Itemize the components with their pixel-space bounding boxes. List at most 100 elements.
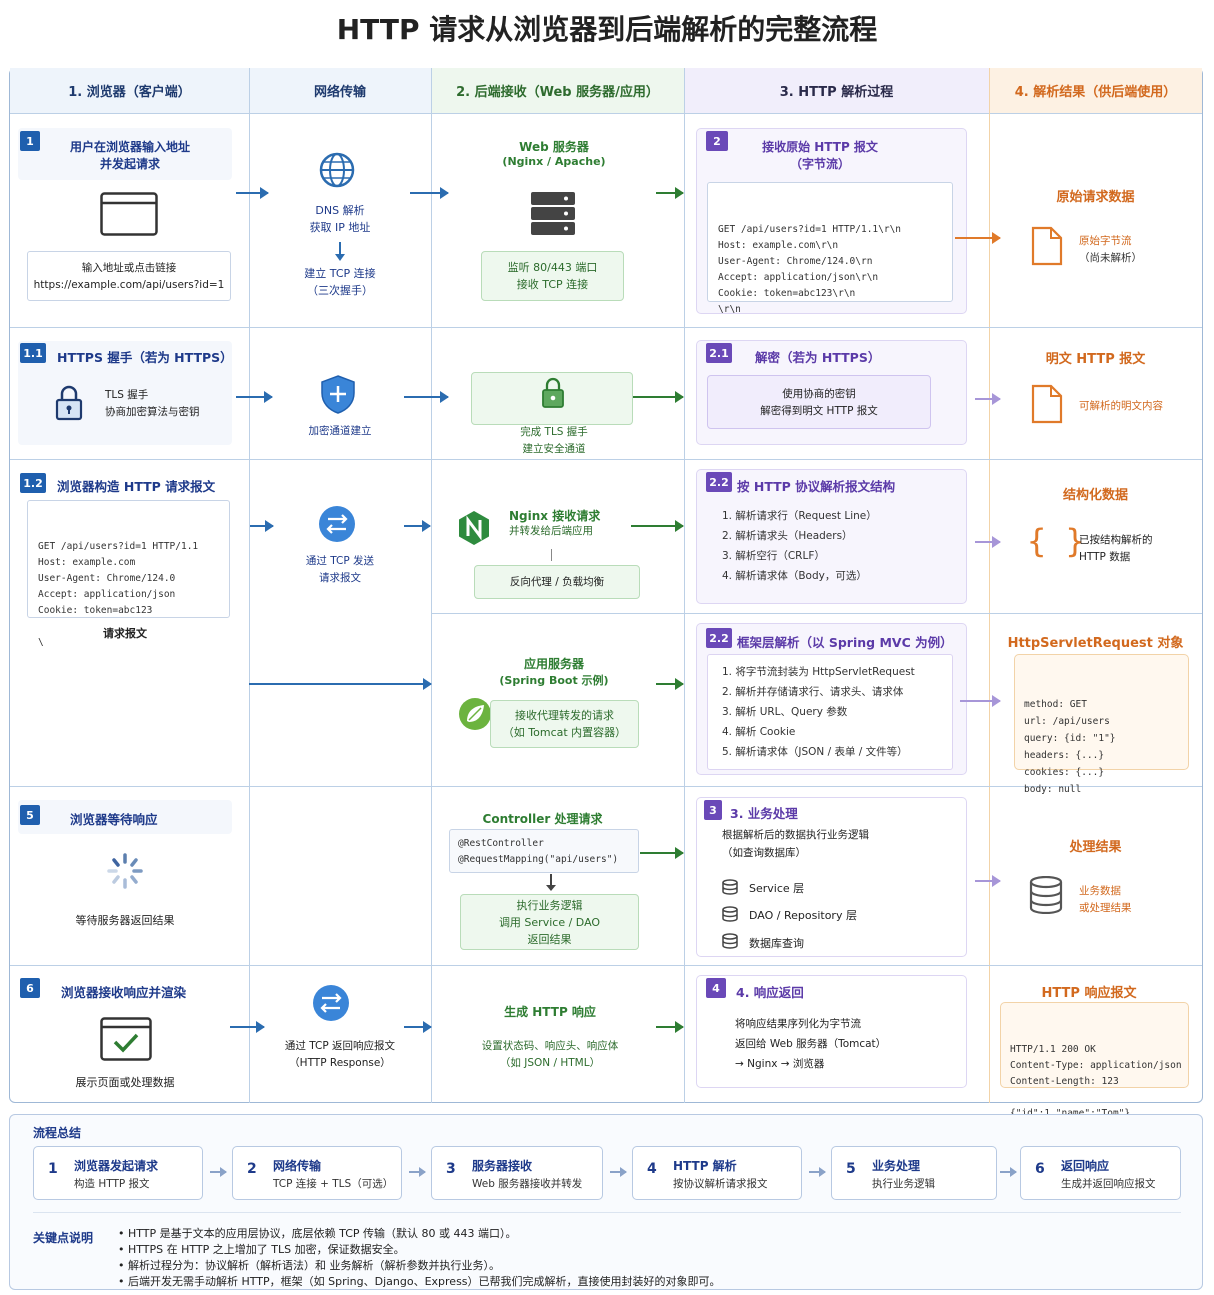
- summary-arrow: [409, 1167, 426, 1177]
- column-header-backend: 2. 后端接收（Web 服务器/应用）: [431, 68, 684, 114]
- row-divider: [10, 327, 1202, 328]
- flow-arrow: [550, 874, 552, 886]
- wait-card: [18, 800, 232, 834]
- grid-divider: [249, 68, 250, 1103]
- summary-title: 流程总结: [33, 1126, 82, 1140]
- app-server-title: 应用服务器(Spring Boot 示例): [499, 657, 609, 687]
- spinner-icon: [107, 853, 143, 889]
- step-badge: 2.2: [706, 472, 732, 492]
- reverse-proxy-box: 反向代理 / 负载均衡: [474, 565, 640, 599]
- wait-title: 浏览器等待响应: [70, 812, 158, 827]
- step-badge: 1: [20, 131, 40, 151]
- flow-arrow: [250, 520, 274, 532]
- flow-arrow: [249, 678, 432, 690]
- flow-arrow: [633, 391, 684, 403]
- servlet-request-box: [1014, 654, 1189, 770]
- database-icon: [722, 879, 738, 895]
- business-title: 3. 业务处理: [730, 806, 798, 821]
- tcp-send-label: 通过 TCP 发送请求报文: [305, 555, 375, 584]
- step-badge: 2: [706, 131, 728, 151]
- database-icon: [1029, 876, 1063, 914]
- response-return-title: 4. 响应返回: [736, 985, 804, 1000]
- row-divider: [10, 459, 1202, 460]
- row-divider: [10, 965, 1202, 966]
- braces-icon: { }: [1027, 522, 1085, 560]
- browser-window-icon: [100, 192, 158, 236]
- exchange-icon: [319, 506, 355, 542]
- browser-request-title: 用户在浏览器输入地址并发起请求: [69, 140, 190, 171]
- db-query-layer: 数据库查询: [749, 937, 804, 950]
- step-badge: 4: [706, 978, 726, 998]
- generate-response-desc: 设置状态码、响应头、响应体（如 JSON / HTML）: [481, 1040, 619, 1069]
- key-points-title: 关键点说明: [33, 1231, 94, 1245]
- framework-parse-box: [707, 654, 953, 770]
- flow-arrow-head: [335, 254, 345, 261]
- key-point: • HTTP 是基于文本的应用层协议，底层依赖 TCP 传输（默认 80 或 4…: [118, 1227, 517, 1240]
- tls-complete-box: [471, 372, 633, 425]
- step-badge: 5: [20, 805, 40, 825]
- summary-divider: [33, 1212, 1181, 1213]
- build-request-title: 浏览器构造 HTTP 请求报文: [57, 479, 216, 494]
- http-response-title: HTTP 响应报文: [1041, 986, 1137, 1001]
- request-message-box: [27, 500, 230, 618]
- raw-data-desc: 原始字节流（尚未解析）: [1079, 235, 1142, 264]
- structure-parse-steps: 1. 解析请求行（Request Line）2. 解析请求头（Headers）3…: [722, 510, 877, 582]
- grid-divider: [684, 68, 685, 1103]
- document-icon: [1031, 226, 1063, 266]
- nginx-icon: [459, 511, 489, 545]
- flow-arrow: [656, 187, 684, 199]
- plaintext-title: 明文 HTTP 报文: [1045, 352, 1146, 367]
- column-header-result: 4. 解析结果（供后端使用）: [989, 68, 1202, 114]
- render-desc: 展示页面或处理数据: [75, 1076, 175, 1089]
- raw-http-title: 接收原始 HTTP 报文（字节流）: [762, 140, 878, 171]
- flow-arrow: [656, 1021, 684, 1033]
- servlet-request-title: HttpServletRequest 对象: [1007, 636, 1184, 651]
- summary-arrow: [809, 1167, 826, 1177]
- decrypt-box: [707, 375, 931, 429]
- spring-icon: [459, 698, 491, 730]
- page-title: HTTP 请求从浏览器到后端解析的完整流程: [336, 13, 878, 46]
- exchange-icon: [313, 985, 349, 1021]
- receive-proxy-box: 接收代理转发的请求（如 Tomcat 内置容器）: [490, 700, 639, 748]
- flow-arrow: [975, 875, 1001, 887]
- tls-complete-label: 完成 TLS 握手建立安全通道: [520, 426, 588, 455]
- tcp-handshake-label: 建立 TCP 连接（三次握手）: [304, 267, 376, 297]
- decrypt-title: 解密（若为 HTTPS）: [755, 350, 881, 365]
- dns-label: DNS 解析获取 IP 地址: [309, 204, 371, 234]
- process-result-title: 处理结果: [1069, 840, 1122, 855]
- url-text: https://example.com/api/users?id=1: [33, 279, 225, 291]
- column-header-browser: 1. 浏览器（客户端）: [10, 68, 249, 114]
- controller-code-box: [449, 829, 639, 873]
- raw-http-box: [707, 182, 953, 302]
- flow-arrow: [551, 549, 552, 561]
- flow-arrow: [631, 520, 684, 532]
- generate-response-title: 生成 HTTP 响应: [504, 1005, 596, 1019]
- globe-icon: [319, 152, 355, 188]
- url-caption: 输入地址或点击链接: [81, 262, 177, 274]
- flow-arrow-head: [546, 885, 556, 891]
- structure-parse-card: [696, 469, 967, 604]
- business-card: [696, 797, 967, 957]
- flow-arrow: [410, 187, 449, 199]
- framework-parse-title: 框架层解析（以 Spring MVC 为例）: [737, 635, 953, 650]
- summary-panel: [9, 1114, 1203, 1290]
- server-icon: [531, 192, 575, 235]
- https-title: HTTPS 握手（若为 HTTPS）: [57, 350, 233, 365]
- flow-arrow: [656, 678, 684, 690]
- document-icon: [1031, 384, 1063, 424]
- structure-parse-title: 按 HTTP 协议解析报文结构: [737, 479, 896, 494]
- url-input-box[interactable]: [27, 251, 231, 301]
- lock-icon: [542, 377, 564, 408]
- key-point: • 解析过程分为：协议解析（解析语法）和 业务解析（解析参数并执行业务）。: [118, 1259, 500, 1272]
- grid-divider: [989, 68, 990, 1103]
- step-badge: 1.1: [20, 343, 46, 363]
- flow-arrow: [640, 847, 684, 859]
